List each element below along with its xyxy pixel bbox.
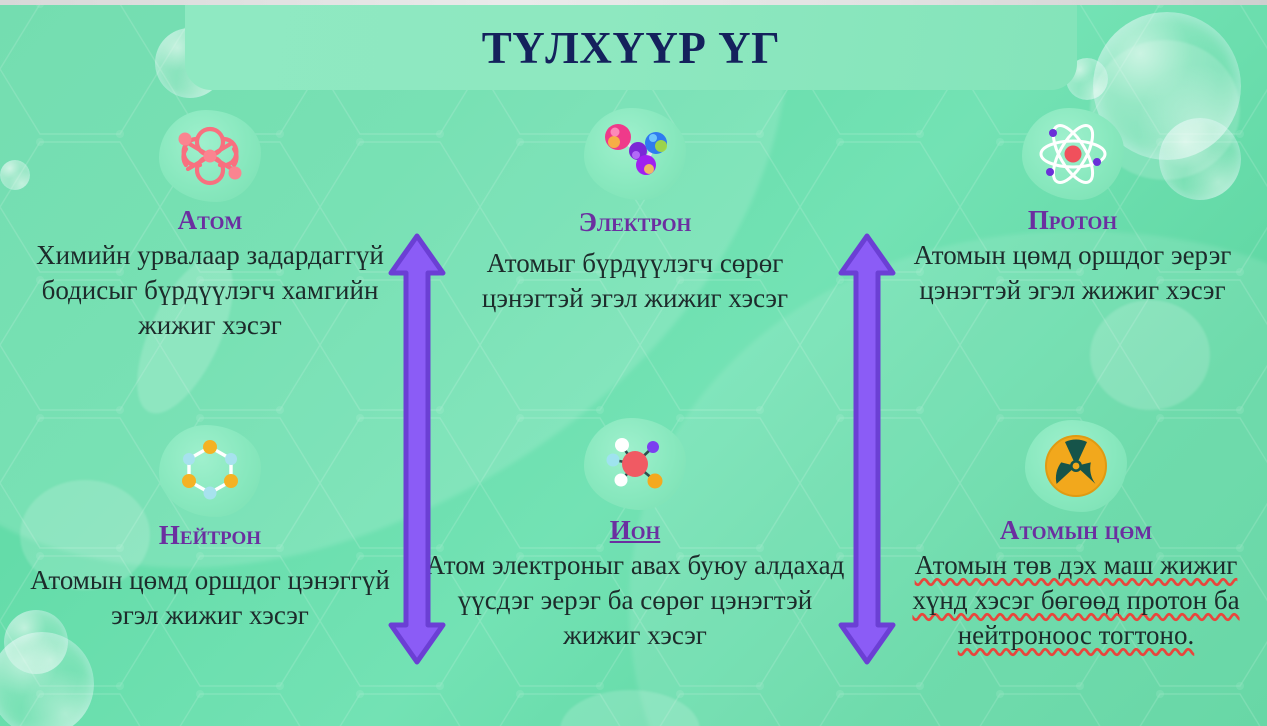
- hexagon-molecule-icon: [159, 425, 261, 517]
- term-label: Атомын цөм: [999, 515, 1153, 545]
- term-description: Атомын цөмд оршдог цэнэггүй эгэл жижиг х…: [30, 564, 390, 630]
- page-title: ТҮЛХҮҮР ҮГ: [481, 22, 781, 73]
- radioactive-icon: [1025, 420, 1127, 512]
- atom-loops-icon: [159, 110, 261, 202]
- ion-molecule-icon: [584, 418, 686, 510]
- card-atomic-nucleus: Атомын цөм Атомын төв дэх маш жижиг хүнд…: [885, 420, 1267, 653]
- card-proton: Протон Атомын цөмд оршдог эерэг цэнэгтэй…: [885, 108, 1260, 308]
- term-label: Протон: [1027, 205, 1118, 235]
- top-edge-strip: [0, 0, 1267, 5]
- term-label: Электрон: [578, 207, 692, 237]
- title-bar: ТҮЛХҮҮР ҮГ: [185, 5, 1077, 90]
- term-description: Атомыг бүрдүүлэгч сөрөг цэнэгтэй эгэл жи…: [481, 247, 789, 313]
- term-description: Атом электроныг авах буюу алдахад үүсдэг…: [425, 549, 845, 650]
- card-electron: Электрон Атомыг бүрдүүлэгч сөрөг цэнэгтэ…: [440, 108, 830, 316]
- card-ion: Ион Атом электроныг авах буюу алдахад үү…: [425, 418, 845, 653]
- colorful-molecule-icon: [584, 108, 686, 200]
- term-description: Химийн урвалаар задардаггүй бодисыг бүрд…: [36, 239, 384, 340]
- double-headed-arrow-right: [838, 233, 896, 665]
- card-atom: Атом Химийн урвалаар задардаггүй бодисыг…: [30, 110, 390, 343]
- term-description: Атомын цөмд оршдог эерэг цэнэгтэй эгэл ж…: [913, 239, 1232, 305]
- card-neutron: Нейтрон Атомын цөмд оршдог цэнэггүй эгэл…: [30, 425, 390, 633]
- double-headed-arrow-left: [388, 233, 446, 665]
- term-label: Ион: [609, 515, 661, 545]
- term-label: Нейтрон: [158, 520, 262, 550]
- term-label: Атом: [177, 205, 243, 235]
- atom-orbit-icon: [1021, 108, 1124, 200]
- term-description: Атомын төв дэх маш жижиг хүнд хэсэг бөгө…: [912, 549, 1240, 650]
